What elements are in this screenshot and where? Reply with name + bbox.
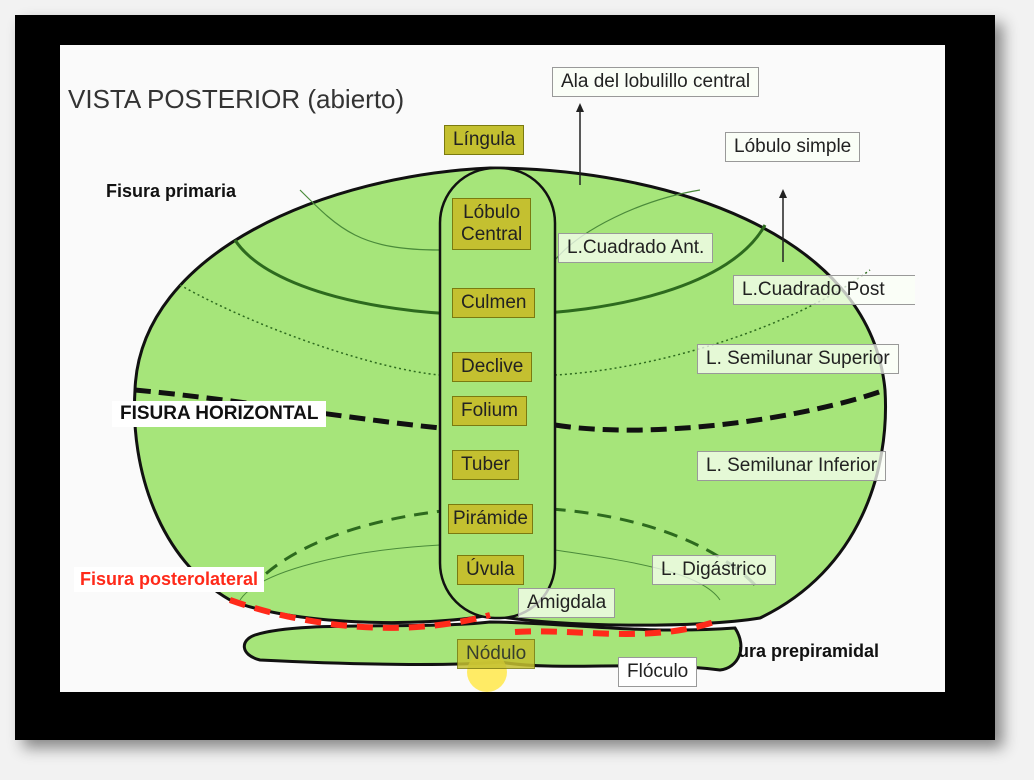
label-semilunar-inferior: L. Semilunar Inferior — [697, 451, 887, 481]
vermis-tuber: Tuber — [452, 450, 519, 480]
vermis-uvula: Úvula — [457, 555, 524, 585]
vermis-lobulo-central: Lóbulo Central — [452, 198, 532, 250]
arrow-ala-head — [576, 103, 584, 112]
label-semilunar-superior: L. Semilunar Superior — [697, 344, 899, 374]
label-cuadrado-post: L.Cuadrado Post — [733, 275, 915, 305]
vermis-nodulo: Nódulo — [457, 639, 536, 669]
arrow-simple-head — [779, 189, 787, 198]
dotted-fissure — [179, 269, 871, 376]
label-ala-lobulillo-central: Ala del lobulillo central — [552, 67, 760, 97]
horizontal-fissure — [134, 387, 886, 433]
vermis-piramide: Pirámide — [448, 504, 533, 534]
label-digastrico: L. Digástrico — [652, 555, 776, 585]
label-floculo: Flóculo — [618, 657, 698, 687]
label-fisura-prepiramidal: ura prepiramidal — [738, 641, 880, 661]
slide: VISTA POSTERIOR (abierto) Fisura primari… — [60, 45, 945, 692]
vermis-culmen: Culmen — [452, 288, 536, 318]
posterolateral-fissure — [228, 597, 722, 637]
label-fisura-primaria: Fisura primaria — [106, 181, 237, 201]
page-title: VISTA POSTERIOR (abierto) — [68, 84, 405, 114]
label-cuadrado-ant: L.Cuadrado Ant. — [558, 233, 714, 263]
label-fisura-horizontal: FISURA HORIZONTAL — [112, 401, 327, 427]
label-amigdala: Amigdala — [518, 588, 616, 618]
vermis-lingula: Língula — [444, 125, 525, 155]
vermis-folium: Folium — [452, 396, 528, 426]
label-lobulo-simple: Lóbulo simple — [725, 132, 861, 162]
label-fisura-posterolateral: Fisura posterolateral — [74, 567, 265, 592]
vermis-declive: Declive — [452, 352, 533, 382]
